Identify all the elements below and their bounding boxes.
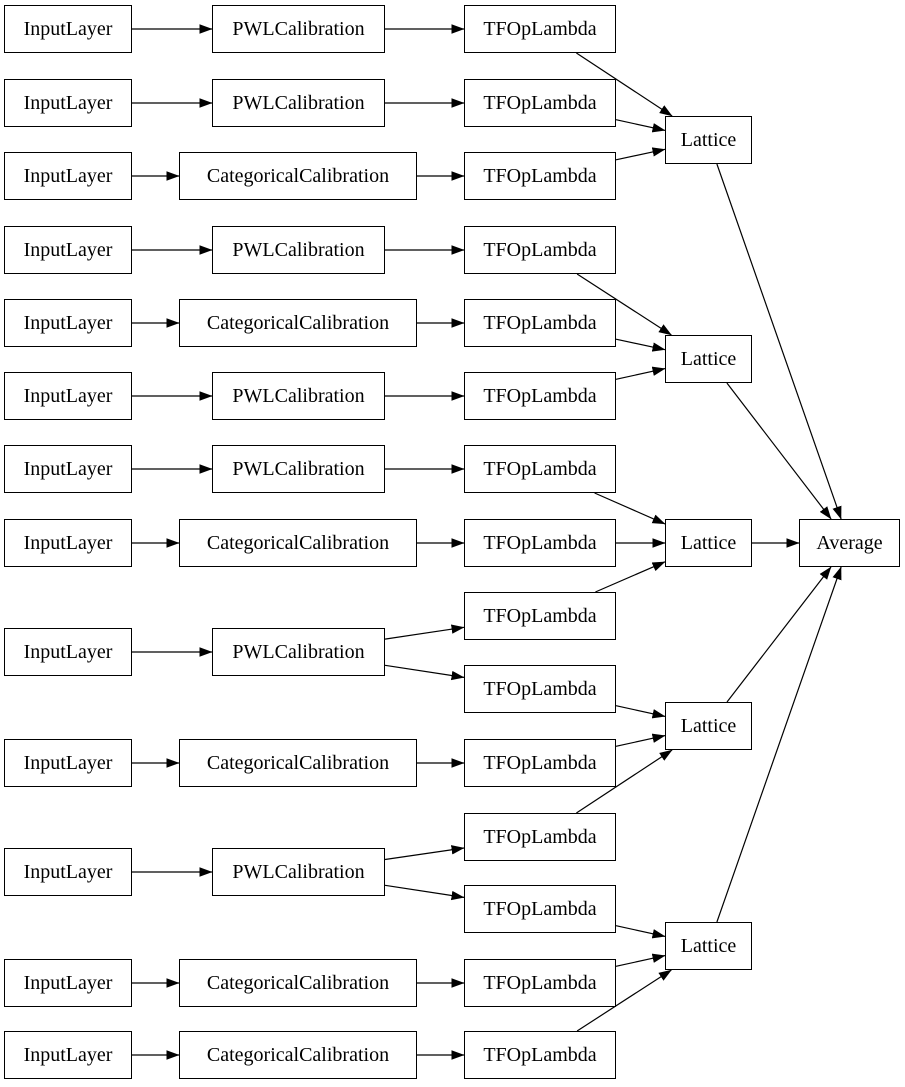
edge-cal9-to-lam10 <box>384 664 465 681</box>
node-inputlayer-4: InputLayer <box>4 226 132 274</box>
edge-lat5-to-avg <box>716 566 842 923</box>
edge-cal11-to-lam12 <box>384 845 465 861</box>
node-categoricalcalibration-3: CategoricalCalibration <box>179 519 417 567</box>
node-inputlayer-7: InputLayer <box>4 445 132 493</box>
node-categoricalcalibration-1: CategoricalCalibration <box>179 152 417 200</box>
edge-lam15-to-lat5 <box>576 969 672 1032</box>
node-inputlayer-3: InputLayer <box>4 152 132 200</box>
edge-cal9-to-lam9 <box>384 624 465 640</box>
edge-lam13-to-lat5 <box>615 925 666 939</box>
node-categoricalcalibration-5: CategoricalCalibration <box>179 959 417 1007</box>
edge-lam9-to-lat3 <box>595 561 666 593</box>
edge-lat1-to-avg <box>716 163 842 520</box>
node-lattice-5: Lattice <box>665 922 752 970</box>
node-pwlcalibration-6: PWLCalibration <box>212 628 385 676</box>
node-tfoplambda-11: TFOpLambda <box>464 739 616 787</box>
edge-lam11-to-lat4 <box>615 733 666 747</box>
node-tfoplambda-2: TFOpLambda <box>464 79 616 127</box>
node-tfoplambda-8: TFOpLambda <box>464 519 616 567</box>
edge-lam14-to-lat5 <box>615 953 666 967</box>
node-inputlayer-11: InputLayer <box>4 848 132 896</box>
edge-lam4-to-lat2 <box>576 273 672 336</box>
node-categoricalcalibration-2: CategoricalCalibration <box>179 299 417 347</box>
edge-lam6-to-lat2 <box>615 366 666 380</box>
node-inputlayer-6: InputLayer <box>4 372 132 420</box>
edge-lam2-to-lat1 <box>615 119 666 133</box>
node-tfoplambda-6: TFOpLambda <box>464 372 616 420</box>
node-pwlcalibration-3: PWLCalibration <box>212 226 385 274</box>
node-pwlcalibration-1: PWLCalibration <box>212 5 385 53</box>
node-inputlayer-10: InputLayer <box>4 739 132 787</box>
node-inputlayer-8: InputLayer <box>4 519 132 567</box>
node-tfoplambda-1: TFOpLambda <box>464 5 616 53</box>
node-tfoplambda-9: TFOpLambda <box>464 592 616 640</box>
node-lattice-1: Lattice <box>665 116 752 164</box>
node-lattice-2: Lattice <box>665 335 752 383</box>
node-inputlayer-5: InputLayer <box>4 299 132 347</box>
node-pwlcalibration-2: PWLCalibration <box>212 79 385 127</box>
node-tfoplambda-14: TFOpLambda <box>464 959 616 1007</box>
node-inputlayer-9: InputLayer <box>4 628 132 676</box>
edge-lam12-to-lat4 <box>576 749 673 814</box>
node-average-1: Average <box>799 519 900 567</box>
node-inputlayer-1: InputLayer <box>4 5 132 53</box>
node-tfoplambda-13: TFOpLambda <box>464 885 616 933</box>
node-categoricalcalibration-6: CategoricalCalibration <box>179 1031 417 1079</box>
node-tfoplambda-12: TFOpLambda <box>464 813 616 861</box>
node-tfoplambda-10: TFOpLambda <box>464 665 616 713</box>
node-lattice-3: Lattice <box>665 519 752 567</box>
node-tfoplambda-4: TFOpLambda <box>464 226 616 274</box>
node-inputlayer-2: InputLayer <box>4 79 132 127</box>
node-tfoplambda-5: TFOpLambda <box>464 299 616 347</box>
node-lattice-4: Lattice <box>665 702 752 750</box>
node-tfoplambda-7: TFOpLambda <box>464 445 616 493</box>
edge-cal11-to-lam13 <box>384 884 465 901</box>
edge-lam7-to-lat3 <box>594 492 666 525</box>
node-pwlcalibration-4: PWLCalibration <box>212 372 385 420</box>
edge-lat4-to-avg <box>726 566 832 703</box>
node-inputlayer-13: InputLayer <box>4 1031 132 1079</box>
node-categoricalcalibration-4: CategoricalCalibration <box>179 739 417 787</box>
node-tfoplambda-3: TFOpLambda <box>464 152 616 200</box>
edge-lat2-to-avg <box>726 382 832 520</box>
edge-lam3-to-lat1 <box>615 147 666 161</box>
edge-lam5-to-lat2 <box>615 338 666 352</box>
node-pwlcalibration-7: PWLCalibration <box>212 848 385 896</box>
node-pwlcalibration-5: PWLCalibration <box>212 445 385 493</box>
edge-lam1-to-lat1 <box>576 52 673 117</box>
node-tfoplambda-15: TFOpLambda <box>464 1031 616 1079</box>
edge-lam10-to-lat4 <box>615 705 666 719</box>
node-inputlayer-12: InputLayer <box>4 959 132 1007</box>
